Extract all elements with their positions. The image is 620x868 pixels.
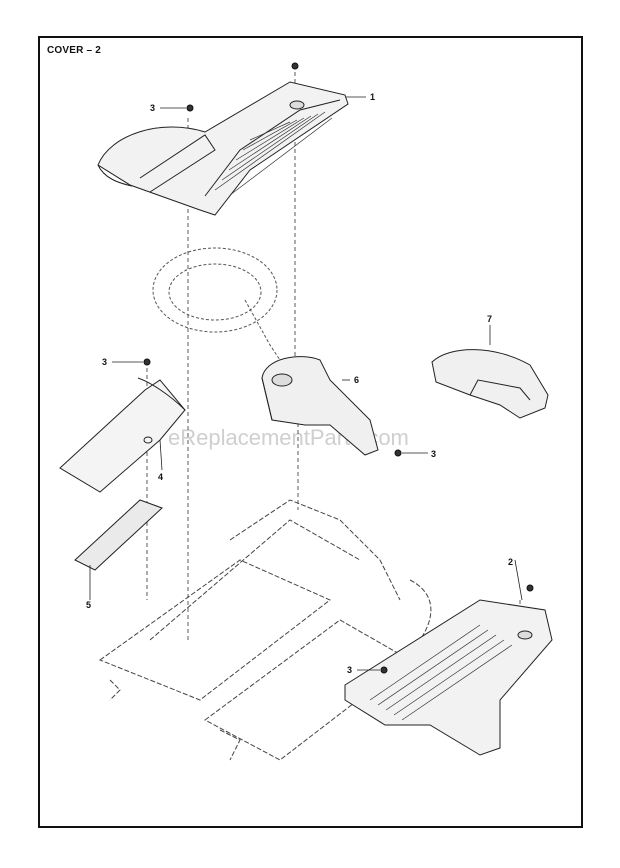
page-title: COVER – 2 xyxy=(47,45,102,56)
leader-lines xyxy=(89,96,523,671)
part-7-side-panel xyxy=(431,349,549,419)
callout-4: 4 xyxy=(158,472,163,482)
part-1-rear-cover xyxy=(97,81,349,216)
callout-6: 6 xyxy=(354,375,359,385)
screws xyxy=(143,62,534,674)
callout-7: 7 xyxy=(487,314,492,324)
part-6-column-cover xyxy=(261,356,379,456)
part-5-strip xyxy=(74,499,163,571)
callout-3a: 3 xyxy=(150,103,155,113)
callout-2: 2 xyxy=(508,557,513,567)
part-2-front-cover xyxy=(344,599,553,756)
diagram-border xyxy=(38,36,583,828)
callout-5: 5 xyxy=(86,600,91,610)
callout-3b: 3 xyxy=(102,357,107,367)
steering-wheel xyxy=(152,247,281,361)
callout-3c: 3 xyxy=(431,449,436,459)
callout-3d: 3 xyxy=(347,665,352,675)
callout-1: 1 xyxy=(370,92,375,102)
part-4-floor-plate xyxy=(59,377,186,493)
